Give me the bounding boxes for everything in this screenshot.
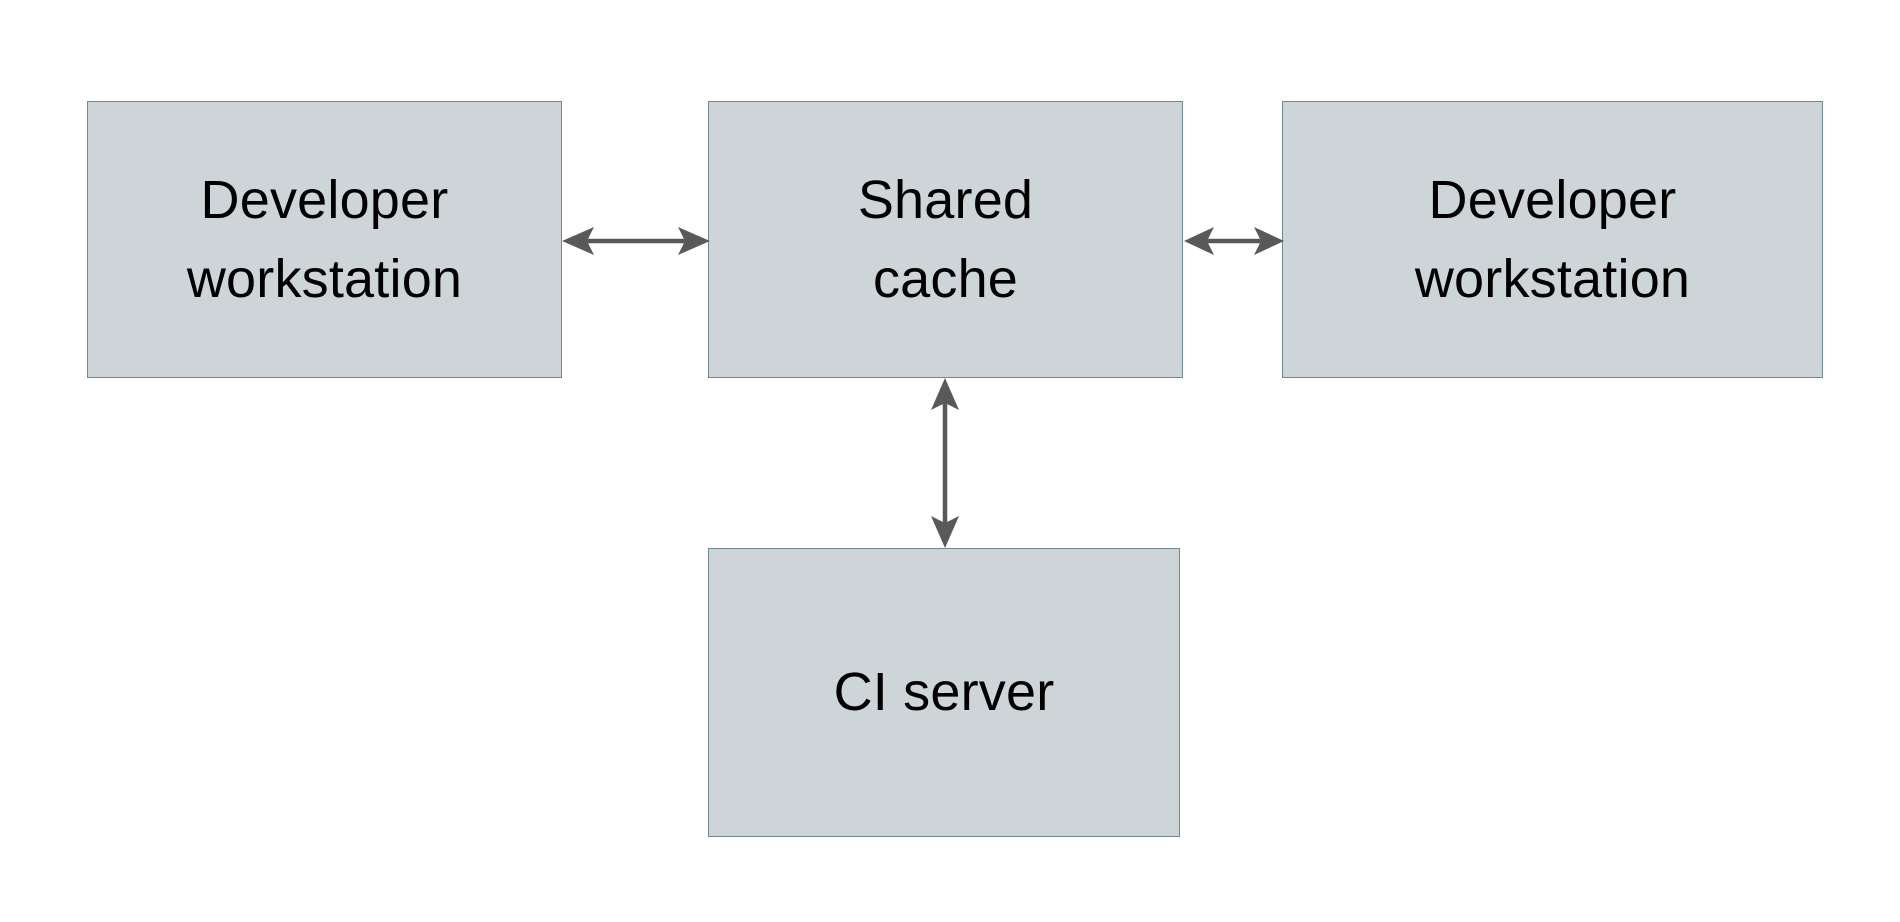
node-label: Developer workstation <box>1414 170 1691 309</box>
node-ci-server[interactable]: CI server <box>708 548 1180 837</box>
node-label: Developer workstation <box>186 170 463 309</box>
node-shared-cache[interactable]: Shared cache <box>708 101 1183 378</box>
node-developer-workstation-right[interactable]: Developer workstation <box>1282 101 1823 378</box>
double-arrow-vertical-icon <box>931 378 959 548</box>
node-label: Shared cache <box>857 170 1034 309</box>
node-developer-workstation-left[interactable]: Developer workstation <box>87 101 562 378</box>
double-arrow-horizontal-icon <box>562 227 710 255</box>
double-arrow-horizontal-icon <box>1184 227 1284 255</box>
edge-shared-cache-to-developer-right <box>1182 218 1286 264</box>
node-label: CI server <box>833 662 1055 723</box>
edge-shared-cache-to-ci-server <box>922 376 968 550</box>
edge-developer-left-to-shared-cache <box>560 218 712 264</box>
